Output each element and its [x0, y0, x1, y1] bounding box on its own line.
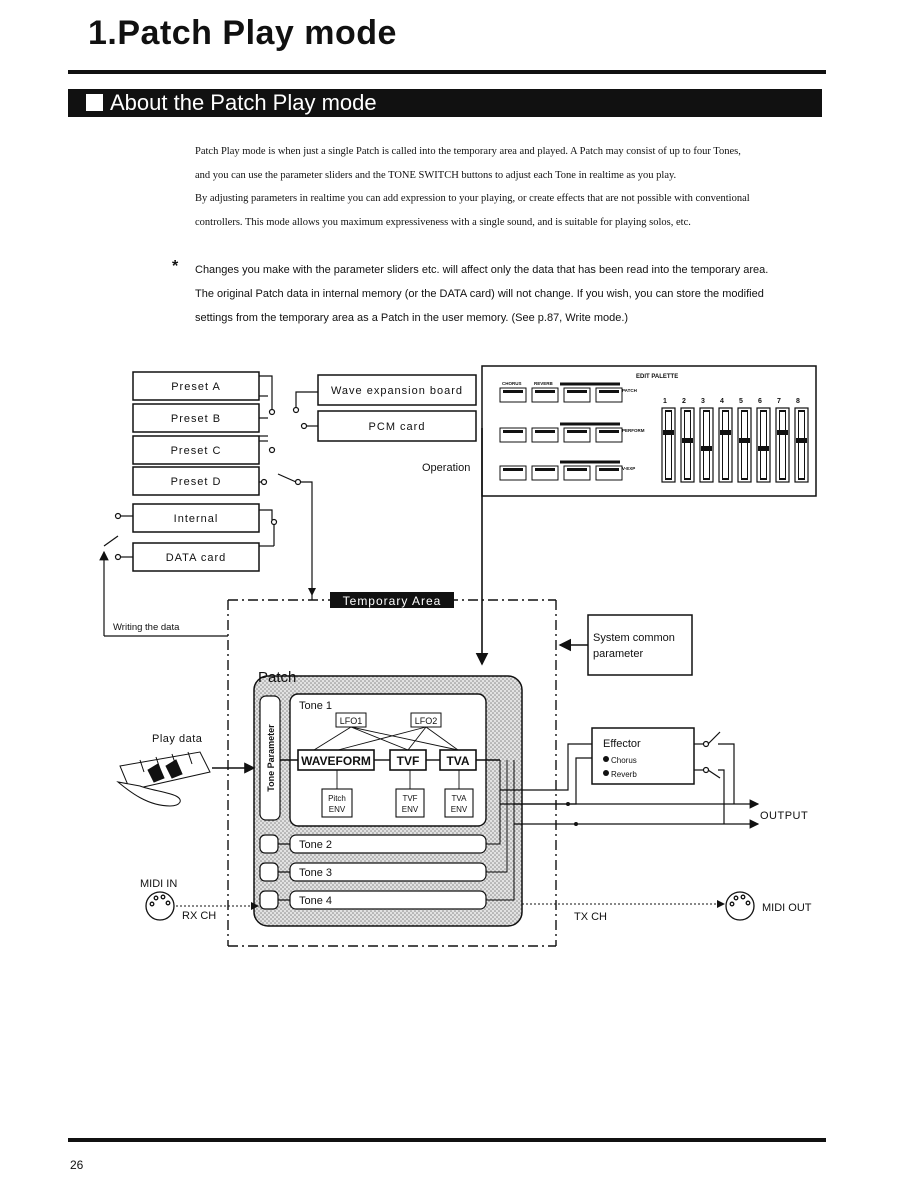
palette-slider-number: 1 — [663, 398, 667, 405]
page-title: 1.Patch Play mode — [88, 14, 397, 52]
temporary-area-banner — [330, 592, 454, 608]
palette-slider-number: 3 — [701, 398, 705, 405]
palette-sliders: 1 2 3 4 5 6 7 8 — [661, 398, 809, 483]
palette-buttons: PATCH PERFORM V-EXP CHORUS REVERB — [499, 381, 645, 481]
internal-box — [132, 503, 260, 533]
keyboard-hand-icon — [116, 751, 211, 807]
palette-side-label: PERFORM — [622, 428, 645, 433]
effector-box — [591, 727, 695, 785]
palette-slider-number: 5 — [739, 398, 743, 405]
effector-reverb: Reverb — [611, 770, 637, 779]
tone-3-label: Tone 3 — [299, 867, 332, 879]
palette-slider-number: 7 — [777, 398, 781, 405]
rx-ch-label: RX CH — [182, 910, 216, 922]
tva-label: TVA — [446, 754, 469, 768]
title-rule — [68, 70, 826, 74]
intro-line: controllers. This mode allows you maximu… — [195, 216, 691, 228]
note-asterisk: * — [172, 258, 179, 275]
palette-slider-number: 4 — [720, 398, 724, 405]
lfo1-label: LFO1 — [340, 716, 363, 726]
tvf-env-label-2: ENV — [402, 805, 419, 814]
midi-in-label: MIDI IN — [140, 878, 177, 890]
palette-side-label: V-EXP — [622, 466, 635, 471]
preset-d-label: Preset D — [171, 476, 222, 488]
intro-line: and you can use the parameter sliders an… — [195, 169, 677, 181]
patch-label: Patch — [258, 669, 296, 686]
effector-title: Effector — [603, 738, 641, 750]
tvf-label: TVF — [397, 754, 420, 768]
wave-expansion-label: Wave expansion board — [331, 385, 463, 397]
midi-out-connector-icon — [725, 891, 755, 921]
intro-paragraph: Patch Play mode is when just a single Pa… — [195, 140, 827, 234]
palette-button-label: CHORUS — [502, 381, 522, 386]
temporary-area-label: Temporary Area — [343, 594, 442, 608]
output-label: OUTPUT — [760, 810, 808, 822]
tx-ch-label: TX CH — [574, 911, 607, 923]
intro-line: By adjusting parameters in realtime you … — [195, 193, 750, 204]
note-paragraph: Changes you make with the parameter slid… — [195, 258, 835, 330]
bottom-rule — [68, 1138, 826, 1142]
preset-c-box — [132, 435, 260, 465]
tone-3-switch — [259, 862, 279, 882]
writing-data-label: Writing the data — [113, 622, 180, 633]
edit-palette-title: EDIT PALETTE — [636, 374, 678, 380]
preset-a-label: Preset A — [171, 381, 221, 393]
palette-button-label: REVERB — [534, 381, 554, 386]
palette-slider-number: 6 — [758, 398, 762, 405]
effector-chorus: Chorus — [611, 756, 637, 765]
tone-4-switch — [259, 890, 279, 910]
note-line: settings from the temporary area as a Pa… — [195, 312, 629, 324]
palette-slider-number: 2 — [682, 398, 686, 405]
wave-expansion-box — [317, 374, 477, 406]
note-line: The original Patch data in internal memo… — [195, 288, 764, 300]
lfo2-label: LFO2 — [415, 716, 438, 726]
midi-in-connector-icon — [145, 891, 175, 921]
tvf-env-box — [395, 788, 425, 818]
data-card-box — [132, 542, 260, 572]
internal-label: Internal — [174, 513, 219, 525]
square-bullet-icon — [86, 94, 103, 111]
preset-c-label: Preset C — [171, 445, 222, 457]
operation-label: Operation — [422, 462, 470, 474]
pitch-env-label-2: ENV — [329, 805, 346, 814]
tva-env-label-1: TVA — [452, 794, 468, 803]
system-common-box — [587, 614, 693, 676]
tvf-env-label-1: TVF — [402, 794, 417, 803]
tone-4-label: Tone 4 — [299, 895, 332, 907]
preset-b-label: Preset B — [171, 413, 221, 425]
preset-a-box — [132, 371, 260, 401]
note-line: Changes you make with the parameter slid… — [195, 264, 769, 276]
pitch-env-label-1: Pitch — [328, 794, 346, 803]
palette-slider-number: 8 — [796, 398, 800, 405]
pcm-card-label: PCM card — [369, 421, 426, 433]
page-number: 26 — [70, 1158, 84, 1172]
data-card-label: DATA card — [166, 552, 227, 564]
tone-parameter-box — [259, 695, 281, 821]
preset-d-box — [132, 466, 260, 496]
palette-side-label: PATCH — [622, 388, 637, 393]
tone-2-label: Tone 2 — [299, 839, 332, 851]
tva-env-box — [444, 788, 474, 818]
waveform-label: WAVEFORM — [301, 754, 371, 768]
tva-env-label-2: ENV — [451, 805, 468, 814]
midi-out-label: MIDI OUT — [762, 902, 812, 914]
intro-line: Patch Play mode is when just a single Pa… — [195, 146, 741, 157]
system-common-label-1: System common — [593, 632, 675, 644]
section-heading-bar: About the Patch Play mode — [68, 89, 822, 117]
section-heading: About the Patch Play mode — [110, 90, 377, 115]
system-common-label-2: parameter — [593, 648, 643, 660]
pcm-card-box — [317, 410, 477, 442]
preset-b-box — [132, 403, 260, 433]
tone-1-label: Tone 1 — [299, 700, 332, 712]
tone-parameter-label: Tone Parameter — [266, 724, 276, 792]
play-data-label: Play data — [152, 733, 203, 745]
tone-2-switch — [259, 834, 279, 854]
